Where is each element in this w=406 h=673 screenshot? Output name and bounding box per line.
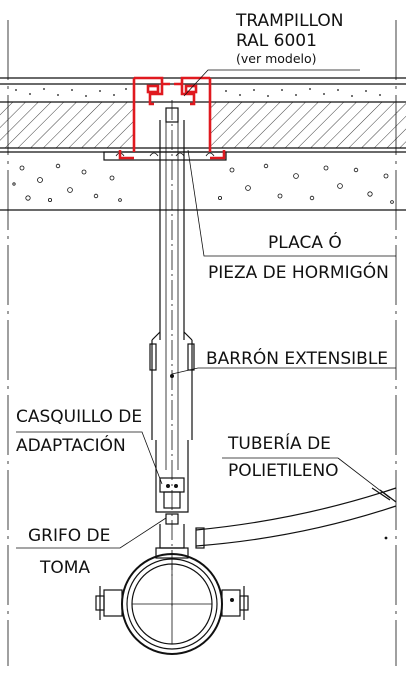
label-casquillo-line1: CASQUILLO DE xyxy=(16,407,142,427)
label-tuberia-line2: POLIETILENO xyxy=(228,461,339,481)
label-tuberia-line1: TUBERÍA DE xyxy=(227,432,331,454)
hatched-base-left xyxy=(0,102,134,148)
surface-layer-dots xyxy=(15,88,381,97)
hatched-base-right xyxy=(210,102,406,148)
label-barron: BARRÓN EXTENSIBLE xyxy=(206,347,388,369)
polyethylene-pipe xyxy=(195,487,397,549)
main-pipe-saddle xyxy=(95,553,249,655)
gravel-layer xyxy=(12,163,394,204)
trampillon xyxy=(118,76,226,160)
label-ver-modelo: (ver modelo) xyxy=(236,51,317,66)
label-grifo-line2: TOMA xyxy=(39,558,90,578)
label-placa-line1: PLACA Ó xyxy=(268,231,342,253)
extension-bar xyxy=(149,100,195,610)
leader-lines xyxy=(16,69,396,549)
label-trampillon: TRAMPILLON xyxy=(235,11,344,31)
label-grifo-line1: GRIFO DE xyxy=(28,526,110,546)
label-casquillo-line2: ADAPTACIÓN xyxy=(16,434,126,456)
grifo-valve xyxy=(155,524,189,559)
label-placa-line2: PIEZA DE HORMIGÓN xyxy=(208,261,389,283)
label-ral: RAL 6001 xyxy=(236,31,317,51)
pavement-layers xyxy=(0,77,406,211)
